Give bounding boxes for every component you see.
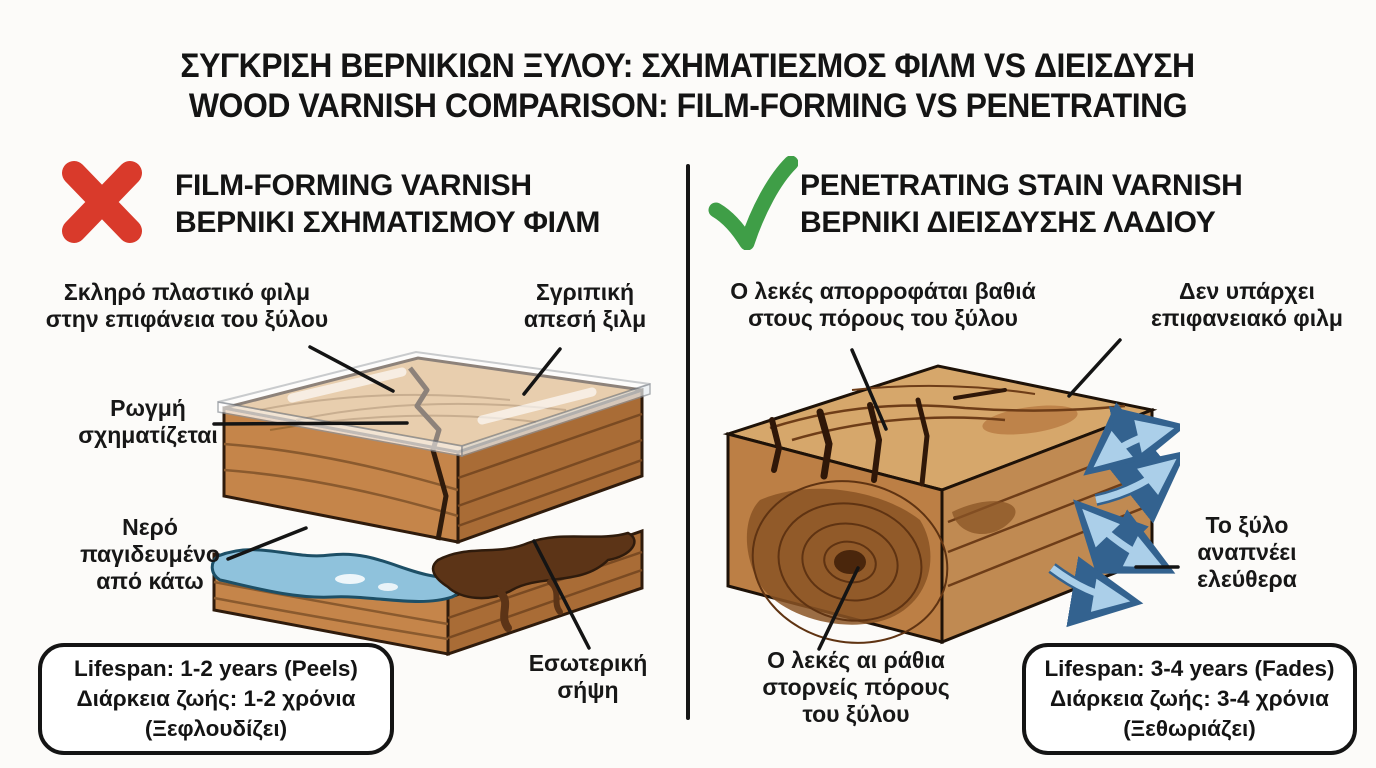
lifespan-right-greek: Διάρκεια ζωής: 3-4 χρόνια (1049, 686, 1329, 711)
absorbed-stain-end-grain (746, 480, 949, 644)
lifespan-left-english: Lifespan: 1-2 years (Peels) (74, 656, 358, 681)
panel-divider (686, 164, 690, 720)
callout-internal-rot: Εσωτερική σήψη (528, 650, 648, 703)
check-mark-icon (708, 156, 798, 250)
main-title-greek: ΣΥΓΚΡΙΣΗ ΒΕΡΝΙΚΙΩΝ ΞΥΛΟΥ: ΣΧΗΜΑΤΙΕΣΜΟΣ Φ… (0, 46, 1376, 86)
lifespan-left-note: (Ξεφλουδίζει) (144, 716, 288, 741)
callout-hard-film: Σκληρό πλαστικό φιλμ στην επιφάνεια του … (45, 279, 329, 332)
breathing-arrows-icon (1048, 402, 1180, 628)
x-mark-icon (62, 161, 142, 243)
right-panel-title-en: PENETRATING STAIN VARNISH (800, 169, 1243, 202)
lifespan-right-note: (Ξεθωριάζει) (1123, 716, 1256, 741)
trapped-water (210, 548, 461, 603)
film-forming-wood-illustration (210, 350, 651, 657)
left-panel-title: FILM-FORMING VARNISH ΒΕΡΝΙΚΙ ΣΧΗΜΑΤΙΣΜΟΥ … (175, 167, 675, 241)
main-title-english: WOOD VARNISH COMPARISON: FILM-FORMING VS… (0, 86, 1376, 126)
left-panel-title-el: ΒΕΡΝΙΚΙ ΣΧΗΜΑΤΙΣΜΟΥ ΦΙΛΜ (175, 206, 601, 239)
left-panel-title-en: FILM-FORMING VARNISH (175, 169, 532, 202)
callout-stain-absorbs: Ο λεκές απορροφάται βαθιά στους πόρους τ… (730, 278, 1036, 331)
lifespan-box-right: Lifespan: 3-4 years (Fades) Διάρκεια ζωή… (1022, 643, 1357, 755)
lifespan-left-greek: Διάρκεια ζωής: 1-2 χρόνια (76, 686, 356, 711)
callout-trapped-water: Νερό παγιδευμένο από κάτω (80, 514, 220, 594)
callout-stain-in-pores: Ο λεκές αι ράθια στορνείς πόρους του ξύλ… (762, 647, 950, 727)
callout-crack-forms: Ρωγμή σχηματίζεται (78, 395, 218, 448)
callout-no-surface-film: Δεν υπάρχει επιφανειακό φιλμ (1151, 278, 1343, 331)
main-title-english-text: WOOD VARNISH COMPARISON: FILM-FORMING VS… (188, 87, 1188, 125)
crack-line (408, 366, 449, 541)
lifespan-box-left: Lifespan: 1-2 years (Peels) Διάρκεια ζωή… (38, 643, 394, 755)
callout-glossy-film: Σγριπική απεσή ξιλμ (523, 279, 647, 332)
right-panel-title-el: ΒΕΡΝΙΚΙ ΔΙΕΙΣΔΥΣΗΣ ΛΑΔΙΟΥ (800, 206, 1216, 239)
lifespan-right-english: Lifespan: 3-4 years (Fades) (1044, 656, 1335, 681)
right-panel-title: PENETRATING STAIN VARNISH ΒΕΡΝΙΚΙ ΔΙΕΙΣΔΥ… (800, 167, 1340, 241)
callout-wood-breathes: Το ξύλο αναπνέει ελεύθερα (1197, 512, 1297, 592)
penetrating-wood-illustration (722, 364, 1180, 645)
main-title-greek-text: ΣΥΓΚΡΙΣΗ ΒΕΡΝΙΚΙΩΝ ΞΥΛΟΥ: ΣΧΗΜΑΤΙΕΣΜΟΣ Φ… (180, 47, 1196, 85)
